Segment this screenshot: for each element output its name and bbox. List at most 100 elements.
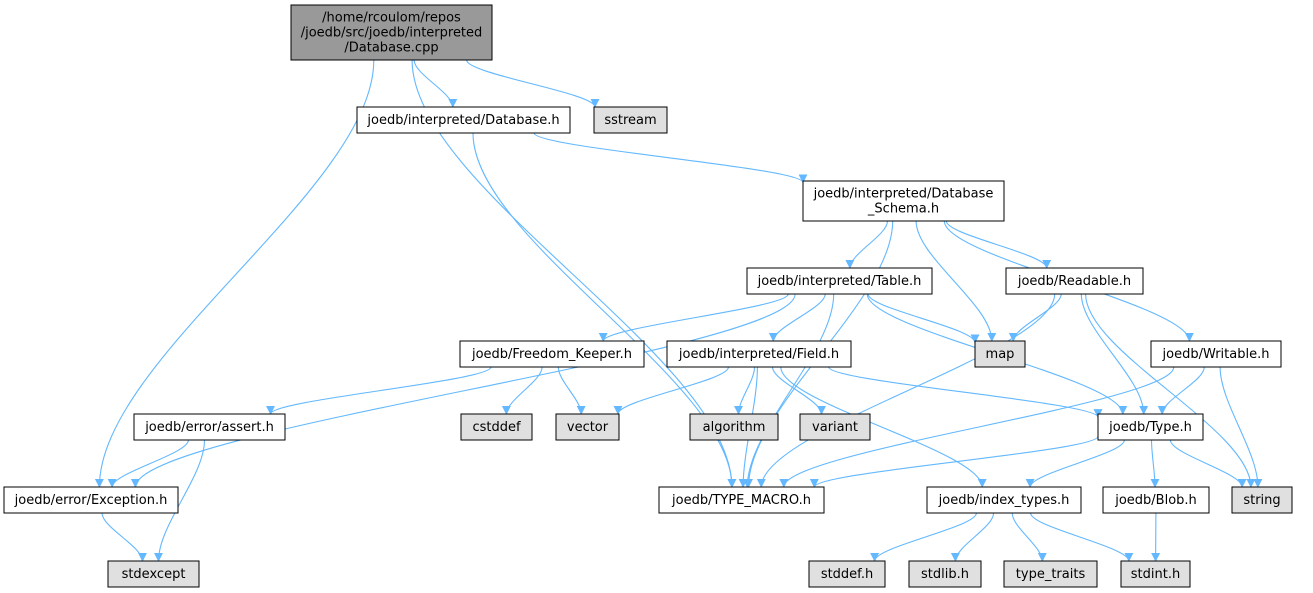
edge-table_h-to-map bbox=[867, 293, 980, 344]
edge-field_h-to-index_types_h bbox=[780, 366, 987, 488]
node-box bbox=[1102, 486, 1210, 514]
node-map: map bbox=[974, 340, 1026, 368]
node-box bbox=[356, 106, 571, 134]
node-label: map bbox=[986, 347, 1015, 362]
node-writable-h[interactable]: joedb/Writable.h bbox=[1150, 340, 1282, 368]
edge-type_h-to-index_types_h bbox=[1025, 439, 1125, 488]
node-variant: variant bbox=[799, 413, 871, 441]
node-vector: vector bbox=[555, 413, 620, 441]
node-label: type_traits bbox=[1016, 567, 1086, 582]
node-root[interactable]: /home/rcoulom/repos/joedb/src/joedb/inte… bbox=[290, 4, 493, 61]
edge-layer bbox=[94, 59, 1263, 562]
edge-writable_h-to-type_h bbox=[1157, 366, 1205, 415]
node-type-traits: type_traits bbox=[1003, 560, 1098, 588]
edge-schema_h-to-table_h bbox=[845, 220, 889, 269]
edge-table_h-to-freedom_h bbox=[598, 293, 789, 342]
edge-table_h-to-exception_h bbox=[130, 293, 796, 488]
node-label: variant bbox=[812, 420, 858, 435]
node-box bbox=[1150, 340, 1282, 368]
node-freedom-h[interactable]: joedb/Freedom_Keeper.h bbox=[459, 340, 645, 368]
node-box bbox=[974, 340, 1026, 368]
node-label: joedb/interpreted/Database.h bbox=[366, 113, 559, 128]
edge-type_h-to-string bbox=[1169, 439, 1247, 488]
node-assert-h[interactable]: joedb/error/assert.h bbox=[133, 413, 286, 441]
node-algorithm: algorithm bbox=[689, 413, 779, 441]
edge-schema_h-to-map bbox=[915, 220, 997, 342]
edge-readable_h-to-map bbox=[1008, 293, 1062, 342]
edge-index_types_h-to-stdlib_h bbox=[950, 512, 995, 562]
node-label: cstddef bbox=[472, 420, 521, 435]
node-label: algorithm bbox=[703, 420, 766, 435]
node-label: vector bbox=[567, 420, 609, 435]
node-box bbox=[133, 413, 286, 441]
node-label: stdexcept bbox=[122, 567, 186, 582]
edge-index_types_h-to-stdint_h bbox=[1030, 512, 1134, 562]
node-box bbox=[908, 560, 982, 588]
node-label: /Database.cpp bbox=[344, 41, 438, 56]
node-box bbox=[555, 413, 620, 441]
node-label: stddef.h bbox=[821, 567, 873, 582]
edge-type_h-to-type_macro_h bbox=[809, 435, 1099, 488]
edge-exception_h-to-stdexcept bbox=[101, 512, 147, 562]
edge-freedom_h-to-vector bbox=[557, 366, 586, 415]
edge-readable_h-to-type_macro_h bbox=[756, 293, 1056, 488]
node-label: joedb/error/assert.h bbox=[144, 420, 274, 435]
node-stdint-h: stdint.h bbox=[1120, 560, 1191, 588]
edge-db_h-to-type_macro_h bbox=[472, 132, 737, 488]
edge-field_h-to-vector bbox=[613, 366, 730, 415]
node-stdexcept: stdexcept bbox=[107, 560, 200, 588]
node-type-macro-h[interactable]: joedb/TYPE_MACRO.h bbox=[658, 486, 825, 514]
node-label: string bbox=[1243, 493, 1280, 508]
node-schema-h[interactable]: joedb/interpreted/Database_Schema.h bbox=[802, 180, 1005, 222]
edge-type_h-to-blob_h bbox=[1150, 439, 1160, 488]
node-readable-h[interactable]: joedb/Readable.h bbox=[1005, 267, 1144, 295]
edge-db_h-to-schema_h bbox=[533, 132, 808, 184]
edge-freedom_h-to-cstddef bbox=[501, 366, 543, 415]
node-sstream: sstream bbox=[593, 106, 668, 134]
edge-index_types_h-to-type_traits bbox=[1011, 512, 1047, 562]
node-label: joedb/index_types.h bbox=[938, 493, 1070, 508]
edge-root-to-db_h bbox=[413, 59, 458, 108]
node-type-h[interactable]: joedb/Type.h bbox=[1097, 413, 1204, 441]
edge-assert_h-to-exception_h bbox=[107, 439, 189, 488]
node-exception-h[interactable]: joedb/error/Exception.h bbox=[3, 486, 179, 514]
node-index-types-h[interactable]: joedb/index_types.h bbox=[926, 486, 1082, 514]
edge-readable_h-to-type_h bbox=[1080, 293, 1149, 415]
node-label: joedb/interpreted/Field.h bbox=[678, 347, 839, 362]
edge-field_h-to-variant bbox=[771, 366, 826, 415]
node-box bbox=[1231, 486, 1293, 514]
node-label: joedb/Readable.h bbox=[1017, 274, 1131, 289]
node-label: /home/rcoulom/repos bbox=[322, 11, 461, 26]
edge-readable_h-to-string bbox=[1085, 293, 1256, 488]
node-label: joedb/TYPE_MACRO.h bbox=[671, 493, 811, 508]
node-box bbox=[1005, 267, 1144, 295]
node-blob-h[interactable]: joedb/Blob.h bbox=[1102, 486, 1210, 514]
node-label: joedb/error/Exception.h bbox=[14, 493, 168, 508]
edge-field_h-to-type_h bbox=[828, 366, 1103, 419]
node-label: joedb/Blob.h bbox=[1114, 493, 1197, 508]
node-table-h[interactable]: joedb/interpreted/Table.h bbox=[746, 267, 933, 295]
node-label: joedb/interpreted/Table.h bbox=[757, 274, 922, 289]
edge-assert_h-to-stdexcept bbox=[154, 439, 206, 562]
node-string: string bbox=[1231, 486, 1293, 514]
edge-table_h-to-field_h bbox=[768, 293, 826, 342]
edge-writable_h-to-string bbox=[1219, 366, 1263, 488]
node-field-h[interactable]: joedb/interpreted/Field.h bbox=[666, 340, 852, 368]
node-box bbox=[459, 340, 645, 368]
node-box bbox=[666, 340, 852, 368]
edge-schema_h-to-readable_h bbox=[945, 220, 1052, 269]
node-box bbox=[746, 267, 933, 295]
node-layer: /home/rcoulom/repos/joedb/src/joedb/inte… bbox=[3, 4, 1293, 588]
node-stddef-h: stddef.h bbox=[808, 560, 886, 588]
node-stdlib-h: stdlib.h bbox=[908, 560, 982, 588]
edge-root-to-sstream bbox=[466, 59, 600, 108]
node-label: sstream bbox=[604, 113, 656, 128]
node-db-h[interactable]: joedb/interpreted/Database.h bbox=[356, 106, 571, 134]
edge-table_h-to-type_macro_h bbox=[742, 293, 835, 488]
node-label: joedb/Freedom_Keeper.h bbox=[471, 347, 632, 362]
node-box bbox=[799, 413, 871, 441]
node-box bbox=[808, 560, 886, 588]
edge-freedom_h-to-assert_h bbox=[266, 366, 492, 415]
node-cstddef: cstddef bbox=[460, 413, 533, 441]
